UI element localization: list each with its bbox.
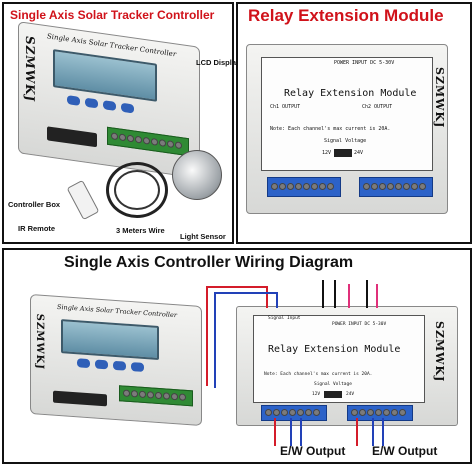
wiring-keypad bbox=[77, 358, 144, 372]
output-right-label: E/W Output bbox=[372, 444, 438, 458]
keypad-button[interactable] bbox=[131, 362, 144, 372]
label-light-sensor: Light Sensor bbox=[180, 232, 226, 241]
wire-pink-1 bbox=[348, 284, 350, 308]
wire-blue-1 bbox=[214, 292, 216, 388]
wire-out-red-r bbox=[356, 418, 358, 446]
keypad-button[interactable] bbox=[85, 97, 98, 109]
label-ir-remote: IR Remote bbox=[18, 224, 56, 233]
ir-remote bbox=[66, 179, 100, 221]
relay-24v: 24V bbox=[354, 150, 364, 156]
controller-terminal-block bbox=[107, 126, 189, 157]
wire-black-2 bbox=[334, 280, 336, 308]
wiring-controller-port bbox=[53, 390, 107, 407]
wiring-relay-terminal-left bbox=[261, 405, 327, 421]
wire-out-blue-l2 bbox=[300, 418, 302, 446]
wiring-voltage-switch[interactable] bbox=[324, 391, 342, 398]
label-wire: 3 Meters Wire bbox=[116, 226, 165, 235]
relay-terminal-right bbox=[359, 177, 433, 197]
wiring-relay-module: Signal Input POWER INPUT DC 5-30V Relay … bbox=[236, 306, 458, 426]
wiring-module-title: Relay Extension Module bbox=[268, 344, 401, 355]
lcd-screen bbox=[53, 49, 157, 102]
controller-bottom-port bbox=[47, 126, 97, 148]
keypad-button[interactable] bbox=[121, 102, 134, 114]
panel-controller: Single Axis Solar Tracker Controller SZM… bbox=[2, 2, 240, 244]
relay-ch2-label: Ch2 OUTPUT bbox=[362, 104, 393, 110]
keypad-button[interactable] bbox=[67, 95, 80, 106]
relay-module-face: POWER INPUT DC 5-30V Relay Extension Mod… bbox=[261, 57, 433, 171]
wiring-relay-brand: SZMWKJ bbox=[433, 321, 446, 383]
wiring-24v: 24V bbox=[346, 392, 355, 397]
wiring-controller-label: Single Axis Solar Tracker Controller bbox=[57, 302, 177, 320]
controller-box: SZMWKJ Single Axis Solar Tracker Control… bbox=[18, 21, 200, 179]
wiring-relay-face: Signal Input POWER INPUT DC 5-30V Relay … bbox=[253, 315, 425, 403]
light-sensor bbox=[172, 150, 222, 200]
keypad-button[interactable] bbox=[77, 358, 90, 369]
wiring-12v: 12V bbox=[312, 392, 321, 397]
wire-red-1h bbox=[206, 286, 266, 288]
wire-black-3 bbox=[366, 280, 368, 308]
wire-out-blue-l bbox=[290, 418, 292, 446]
keypad-button[interactable] bbox=[103, 100, 116, 111]
relay-terminal-left bbox=[267, 177, 341, 197]
wiring-power-text: POWER INPUT DC 5-30V bbox=[332, 322, 387, 327]
relay-12v: 12V bbox=[322, 150, 332, 156]
wire-red-2 bbox=[266, 286, 268, 308]
relay-voltage-switch[interactable] bbox=[334, 149, 352, 157]
wire-blue-1h bbox=[214, 292, 276, 294]
wiring-signal-input: Signal Input bbox=[268, 316, 301, 321]
label-controller-box: Controller Box bbox=[8, 200, 61, 209]
wiring-lcd-screen bbox=[61, 319, 159, 361]
relay-module-title: Relay Extension Module bbox=[284, 88, 417, 99]
wiring-controller: SZMWKJ Single Axis Solar Tracker Control… bbox=[30, 293, 202, 427]
wire-coil bbox=[106, 162, 168, 218]
controller-brand: SZMWKJ bbox=[23, 34, 37, 104]
wire-coil-inner bbox=[114, 170, 160, 210]
wiring-relay-terminal-right bbox=[347, 405, 413, 421]
relay-signal-voltage: Signal Voltage bbox=[324, 138, 367, 144]
wire-black-1 bbox=[322, 280, 324, 308]
relay-module-case: POWER INPUT DC 5-30V Relay Extension Mod… bbox=[246, 44, 448, 214]
wiring-signal-voltage: Signal Voltage bbox=[314, 382, 352, 387]
relay-brand: SZMWKJ bbox=[433, 67, 446, 129]
wire-out-red-l bbox=[274, 418, 276, 446]
wire-out-blue-r2 bbox=[382, 418, 384, 446]
wiring-controller-terminal bbox=[119, 385, 193, 407]
output-left-label: E/W Output bbox=[280, 444, 346, 458]
label-lcd: LCD Display bbox=[196, 58, 241, 67]
relay-notice: Note: Each channel's max current is 20A. bbox=[270, 126, 391, 132]
wire-red-1 bbox=[206, 286, 208, 386]
panel-relay-module: Relay Extension Module POWER INPUT DC 5-… bbox=[236, 2, 472, 244]
controller-keypad bbox=[67, 95, 134, 114]
relay-power-text: POWER INPUT DC 5-30V bbox=[334, 60, 395, 66]
wire-pink-2 bbox=[376, 284, 378, 308]
controller-panel-title: Single Axis Solar Tracker Controller bbox=[10, 8, 215, 22]
keypad-button[interactable] bbox=[95, 359, 108, 370]
wiring-controller-brand: SZMWKJ bbox=[34, 313, 45, 371]
relay-ch1-label: Ch1 OUTPUT bbox=[270, 104, 301, 110]
keypad-button[interactable] bbox=[113, 360, 126, 371]
panel-wiring-diagram: Single Axis Controller Wiring Diagram SZ… bbox=[2, 248, 472, 464]
wiring-notice: Note: Each channel's max current is 20A. bbox=[264, 372, 373, 377]
relay-panel-title: Relay Extension Module bbox=[248, 6, 444, 25]
wiring-diagram-title: Single Axis Controller Wiring Diagram bbox=[64, 254, 354, 271]
wire-out-blue-r bbox=[372, 418, 374, 446]
wire-blue-2 bbox=[276, 292, 278, 308]
